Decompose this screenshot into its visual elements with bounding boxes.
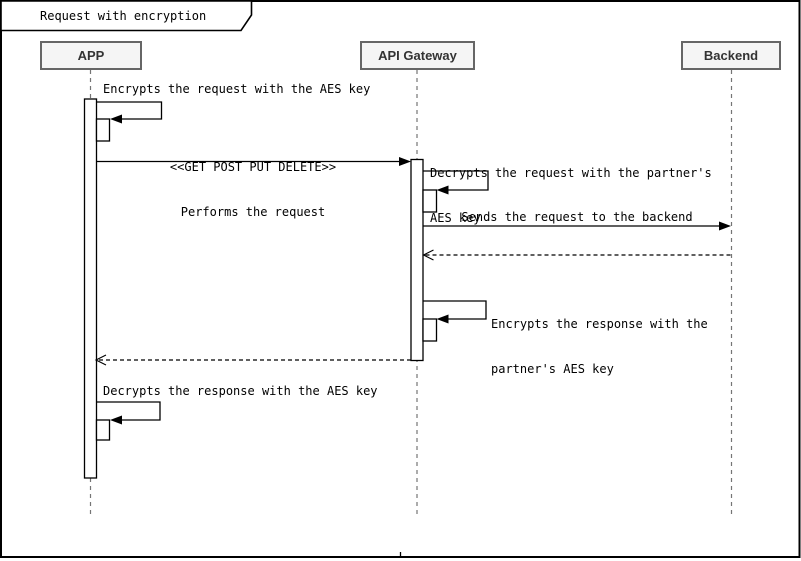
self-message-encrypt-request (96, 101, 163, 120)
label-encrypt-response-line2: partner's AES key (491, 362, 614, 376)
frame-title-tab (0, 0, 253, 32)
activation-app-nested-1 (95, 118, 111, 142)
arrowhead-encrypt-request (110, 114, 122, 124)
activation-gateway-nested-1 (422, 189, 438, 213)
participant-app: APP (40, 41, 142, 70)
label-send-backend: Sends the request to the backend (461, 210, 693, 224)
arrowhead-send-backend (719, 221, 731, 231)
label-decrypt-response: Decrypts the response with the AES key (103, 384, 378, 398)
participant-app-label: APP (77, 48, 105, 63)
label-encrypt-request: Encrypts the request with the AES key (103, 82, 371, 96)
arrowhead-decrypt-response (110, 415, 122, 425)
activation-gateway-nested-2 (422, 318, 438, 342)
arrowhead-decrypt-request (436, 185, 449, 195)
self-message-decrypt-request (423, 170, 489, 191)
arrowhead-perform-request (399, 157, 411, 166)
label-decrypt-request-line1: Decrypts the request with the partner's (430, 166, 712, 180)
label-encrypt-response: Encrypts the response with the partner's… (491, 287, 708, 407)
label-perform-request-text: Performs the request (180, 205, 326, 219)
label-perform-request-stereotype: <<GET POST PUT DELETE>> (169, 160, 337, 174)
participant-api-gateway-label: API Gateway (378, 48, 457, 63)
arrowhead-encrypt-response (436, 314, 449, 324)
self-message-decrypt-response (96, 401, 161, 421)
open-arrowhead-gateway-return (94, 354, 107, 366)
diagram-title: Request with encryption (40, 9, 207, 23)
activation-app-nested-2 (95, 419, 111, 441)
open-arrowhead-backend-return (422, 249, 434, 261)
activation-gateway-outer (410, 158, 424, 362)
label-encrypt-response-line1: Encrypts the response with the (491, 317, 708, 331)
label-decrypt-request: Decrypts the request with the partner's … (430, 136, 712, 256)
participant-backend-label: Backend (703, 48, 759, 63)
activation-app-outer (83, 98, 98, 479)
label-perform-request: <<GET POST PUT DELETE>> Performs the req… (170, 130, 336, 250)
participant-backend: Backend (681, 41, 781, 70)
self-message-encrypt-response (423, 300, 487, 320)
label-decrypt-request-line2: AES key (430, 211, 481, 225)
participant-api-gateway: API Gateway (360, 41, 475, 70)
